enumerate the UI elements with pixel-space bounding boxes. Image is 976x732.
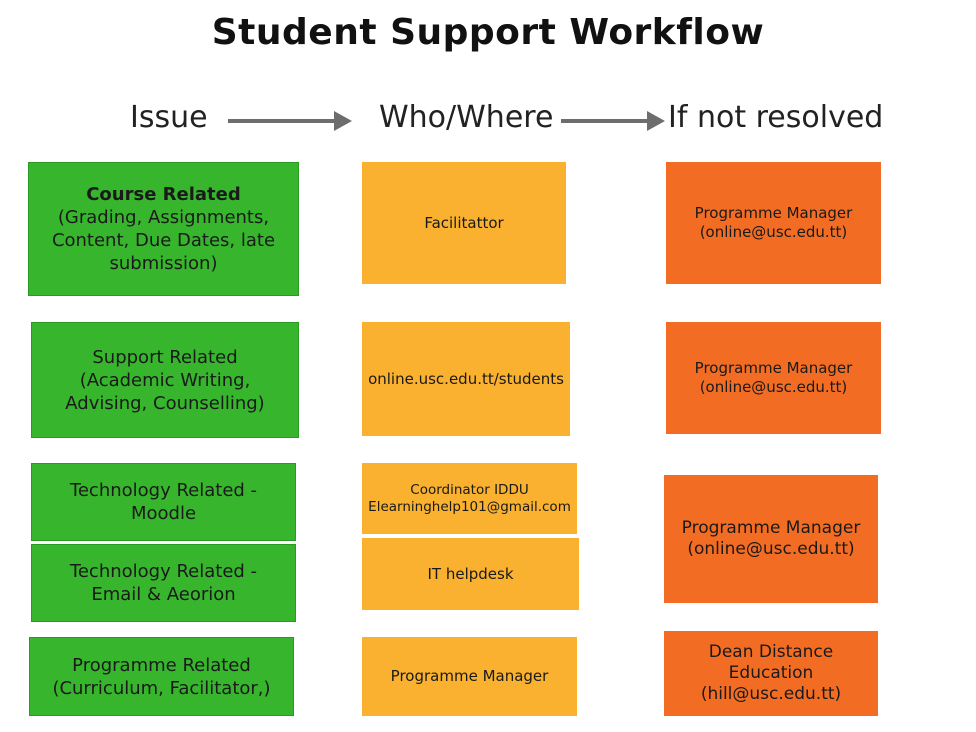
issue-line: Technology Related -	[69, 480, 258, 501]
who-coordinator-iddu: Coordinator IDDU Elearninghelp101@gmail.…	[362, 463, 577, 534]
escalation-programme-manager: Programme Manager (online@usc.edu.tt)	[666, 322, 881, 434]
escalation-line: Programme Manager	[681, 518, 861, 538]
escalation-line: (online@usc.edu.tt)	[699, 378, 848, 396]
issue-programme-related: Programme Related (Curriculum, Facilitat…	[29, 637, 294, 716]
issue-line: Email & Aeorion	[91, 584, 236, 605]
arrow-right-icon	[228, 111, 352, 131]
escalation-dean-distance-education: Dean Distance Education (hill@usc.edu.tt…	[664, 631, 878, 716]
escalation-line: Education	[728, 663, 814, 683]
who-facilitator: Facilitattor	[362, 162, 566, 284]
issue-line: Advising, Counselling)	[65, 392, 265, 414]
arrow-right-icon	[561, 111, 665, 131]
issue-detail-line: (Grading, Assignments,	[57, 207, 270, 228]
issue-support-related: Support Related (Academic Writing, Advis…	[31, 322, 299, 438]
escalation-programme-manager: Programme Manager (online@usc.edu.tt)	[664, 475, 878, 603]
issue-line: (Academic Writing,	[79, 369, 251, 391]
who-line: Elearninghelp101@gmail.com	[368, 498, 571, 515]
escalation-line: Programme Manager	[694, 204, 853, 222]
escalation-line: Programme Manager	[694, 359, 853, 377]
escalation-line: (hill@usc.edu.tt)	[700, 684, 842, 704]
header-who-where: Who/Where	[379, 100, 554, 135]
escalation-line: (online@usc.edu.tt)	[687, 539, 855, 559]
issue-technology-email: Technology Related - Email & Aeorion	[31, 544, 296, 622]
who-line: Coordinator IDDU	[410, 481, 529, 498]
header-issue: Issue	[130, 100, 208, 135]
who-students-site: online.usc.edu.tt/students	[362, 322, 570, 436]
who-line: Facilitattor	[424, 213, 504, 232]
issue-line: Technology Related -	[69, 561, 258, 582]
issue-heading: Course Related	[86, 184, 241, 205]
who-line: Programme Manager	[390, 667, 549, 685]
who-it-helpdesk: IT helpdesk	[362, 538, 579, 610]
diagram-title: Student Support Workflow	[211, 12, 765, 53]
issue-detail-line: submission)	[109, 253, 218, 274]
who-programme-manager: Programme Manager	[362, 637, 577, 716]
who-line: online.usc.edu.tt/students	[368, 369, 564, 388]
who-line: IT helpdesk	[427, 564, 514, 583]
issue-course-related: Course Related (Grading, Assignments, Co…	[28, 162, 299, 296]
issue-line: Moodle	[130, 503, 197, 524]
issue-line: Support Related	[92, 346, 238, 368]
escalation-line: (online@usc.edu.tt)	[699, 223, 848, 241]
header-if-not-resolved: If not resolved	[668, 100, 884, 135]
escalation-line: Dean Distance	[708, 642, 834, 662]
issue-line: Programme Related	[72, 654, 251, 676]
issue-technology-moodle: Technology Related - Moodle	[31, 463, 296, 541]
escalation-programme-manager: Programme Manager (online@usc.edu.tt)	[666, 162, 881, 284]
issue-line: (Curriculum, Facilitator,)	[52, 677, 271, 699]
issue-detail-line: Content, Due Dates, late	[51, 230, 276, 251]
